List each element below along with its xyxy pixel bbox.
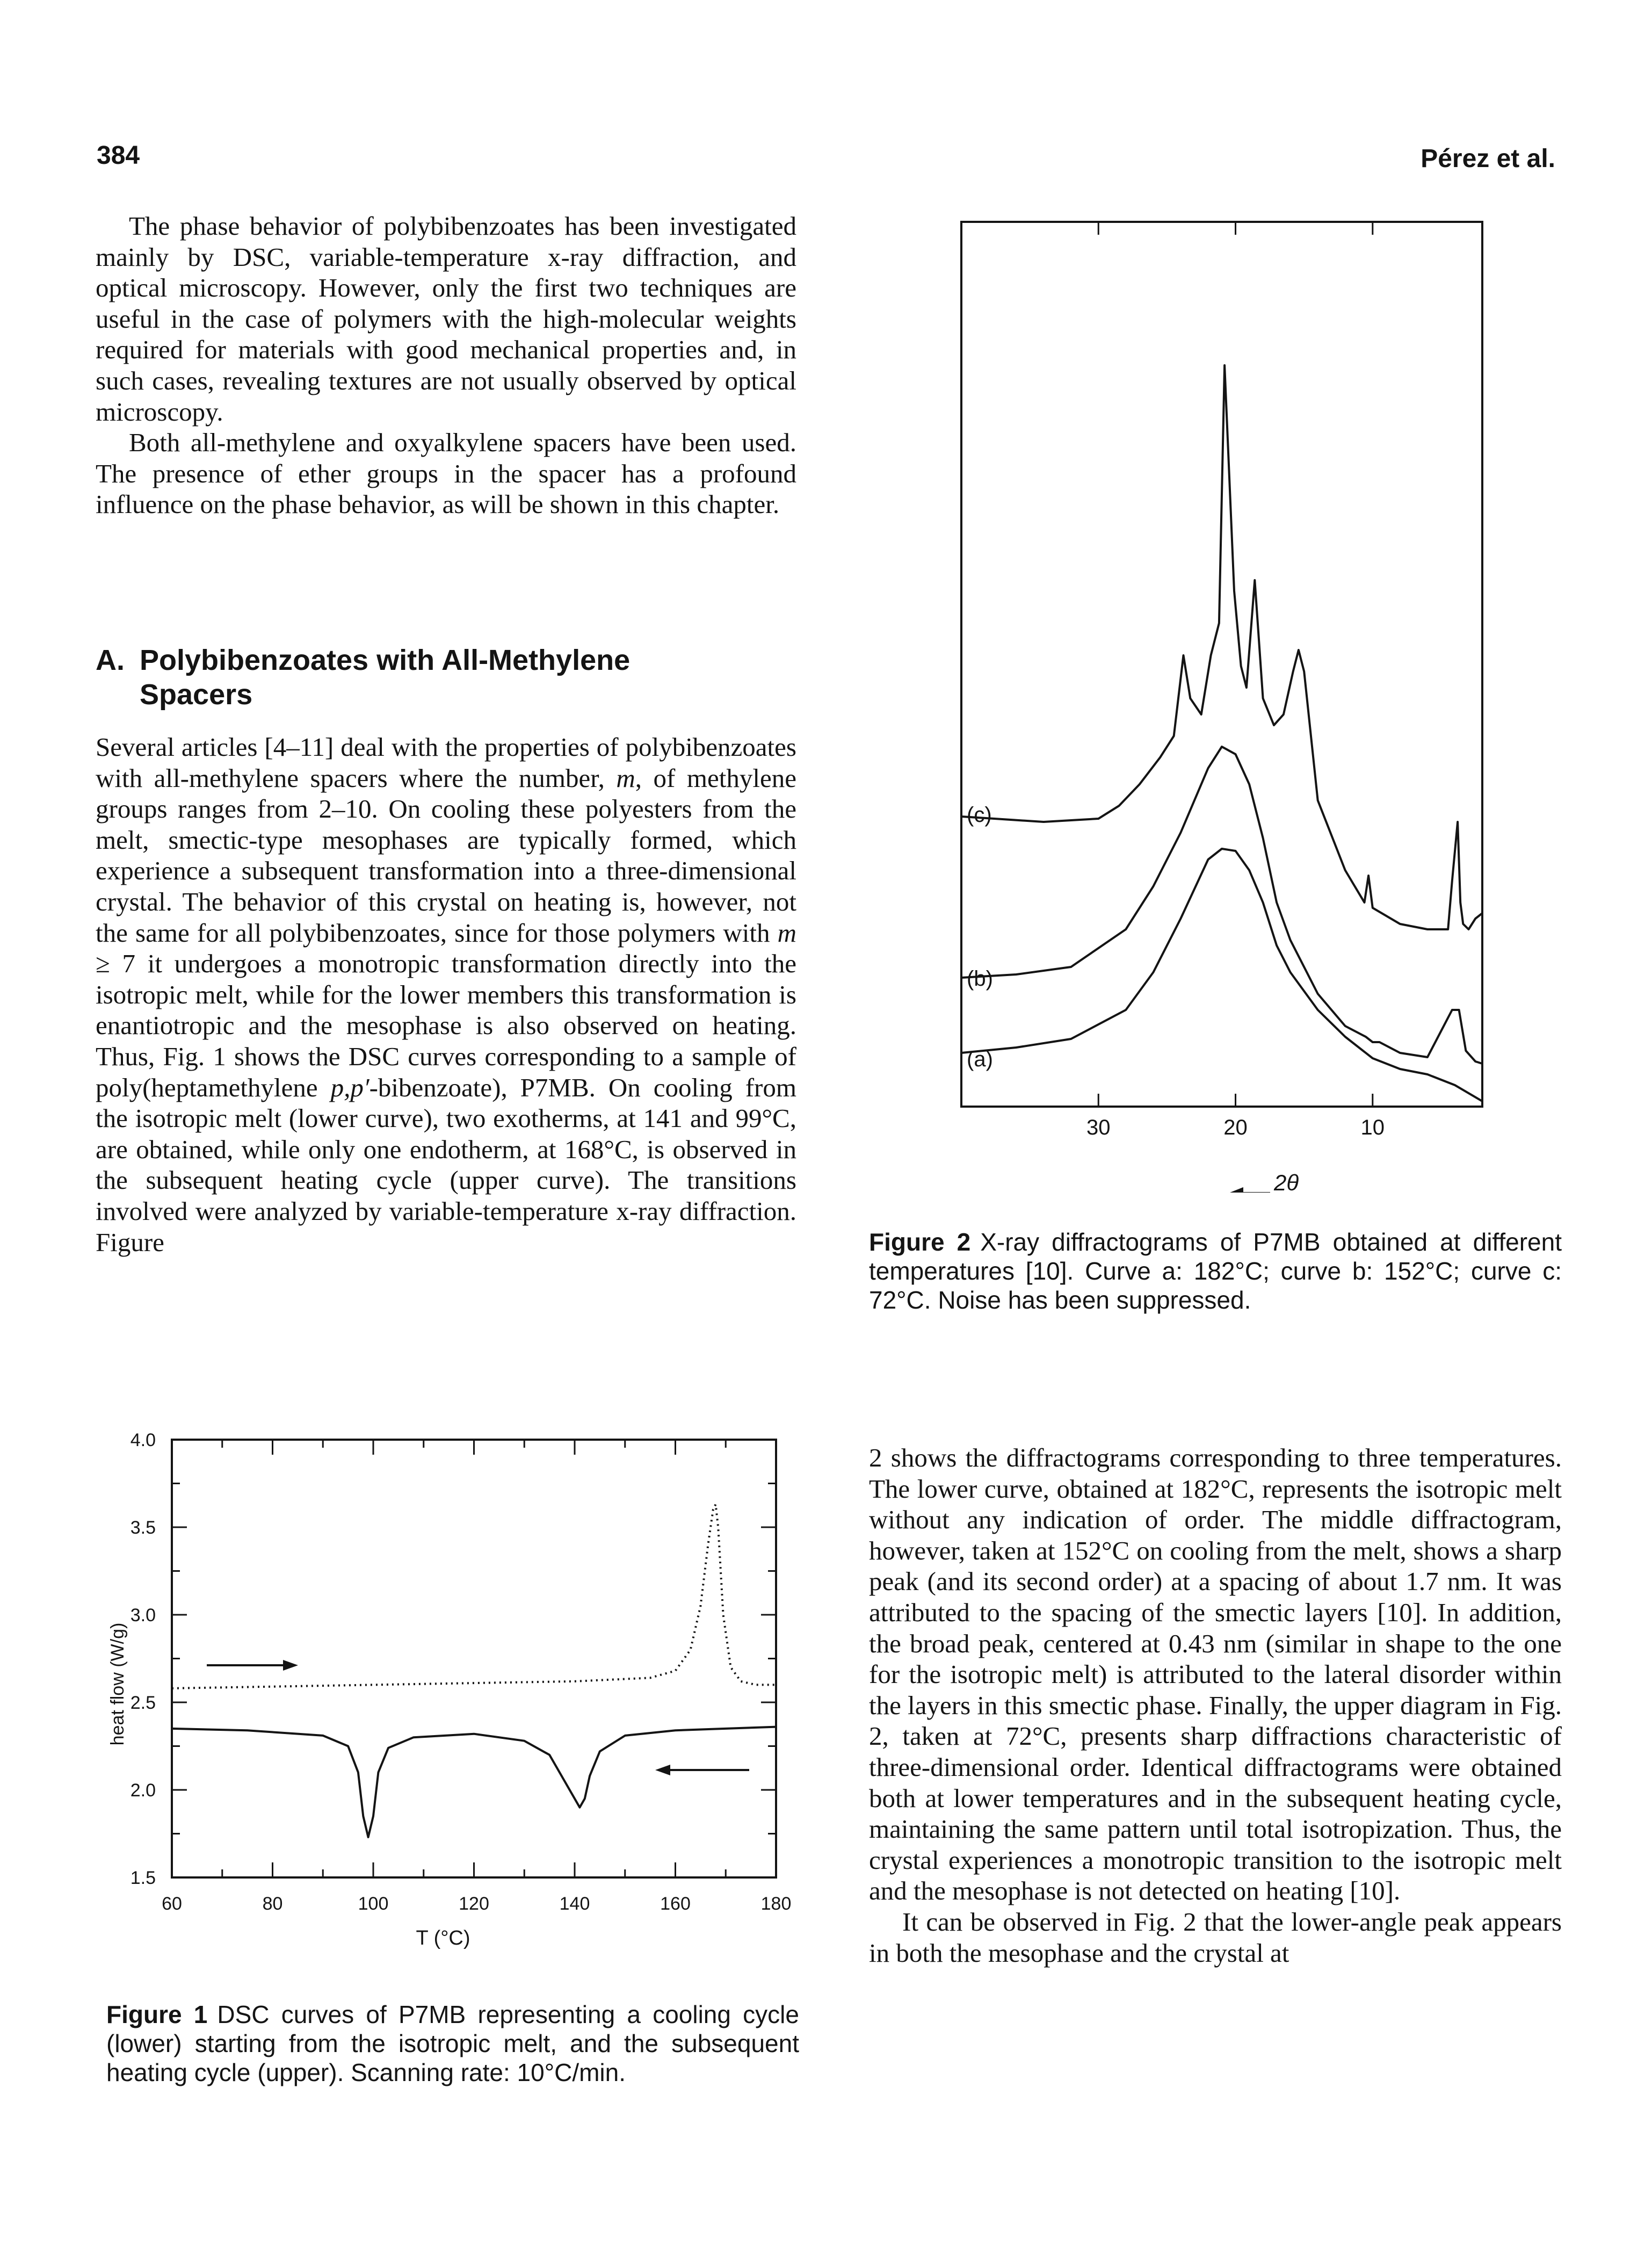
x-tick-label: 30 <box>1086 1116 1111 1139</box>
heating-curve <box>171 1503 776 1689</box>
math-pp: p,p′ <box>330 1072 369 1102</box>
figure-1-curves <box>171 1503 777 1838</box>
figure-1-caption-text: DSC curves of P7MB representing a coolin… <box>106 2000 799 2086</box>
section-letter: A. <box>96 644 125 676</box>
plot-frame <box>171 1439 777 1879</box>
text-run: -bibenzoate), P7MB. On cooling from the … <box>96 1072 796 1257</box>
section-heading: A. Polybibenzoates with All-Methylene Spa… <box>96 643 794 712</box>
paragraph: Several articles [4–11] deal with the pr… <box>96 732 796 1258</box>
diffractogram-curve-c <box>961 364 1483 930</box>
y-tick-label: 2.0 <box>131 1780 156 1801</box>
y-tick-label: 3.0 <box>131 1605 156 1626</box>
x-tick-label: 160 <box>660 1894 691 1914</box>
paragraph: It can be observed in Fig. 2 that the lo… <box>869 1906 1562 1968</box>
running-head-authors: Pérez et al. <box>1421 145 1555 173</box>
arrow-head <box>283 1660 298 1671</box>
y-tick-label: 3.5 <box>131 1518 156 1538</box>
paragraph: 2 shows the diffractograms corresponding… <box>869 1443 1562 1906</box>
x-axis-label: T (°C) <box>416 1927 470 1949</box>
figure-2-label: Figure 2 <box>869 1228 971 1256</box>
math-m: m <box>777 918 796 948</box>
figure-1-label: Figure 1 <box>106 2000 208 2028</box>
diffractogram-curve-a <box>961 848 1483 1102</box>
paragraph: Both all-methylene and oxyalkylene space… <box>96 428 796 519</box>
section-title-line1: Polybibenzoates with All-Methylene <box>140 644 631 676</box>
y-tick-label: 1.5 <box>131 1868 156 1888</box>
y-tick-label: 2.5 <box>131 1693 156 1713</box>
x-tick-label: 10 <box>1361 1116 1385 1139</box>
figure-2-chart: 30 20 10 (c) (b) (a) 2θ <box>960 221 1483 1193</box>
figure-1-axes <box>171 1439 777 1879</box>
figure-2-tick-labels: 30 20 10 <box>1086 1116 1385 1139</box>
x-tick-label: 80 <box>263 1894 283 1914</box>
figure-2-caption-text: X-ray diffractograms of P7MB obtained at… <box>869 1228 1562 1314</box>
x-tick-label: 120 <box>459 1894 489 1914</box>
x-tick-label: 180 <box>761 1894 792 1914</box>
text-run: ≥ 7 it undergoes a monotropic transforma… <box>96 949 796 1102</box>
cooling-curve <box>171 1725 777 1838</box>
x-tick-label: 20 <box>1223 1116 1248 1139</box>
diffractogram-curve-b <box>961 746 1483 1065</box>
figure-1-tick-labels: 60 80 100 120 140 160 180 1.5 2.0 2.5 3.0 3.5 4.0 <box>131 1430 792 1914</box>
right-column-text: 2 shows the diffractograms corresponding… <box>869 1442 1562 1968</box>
x-tick-label: 100 <box>358 1894 389 1914</box>
figure-2-axes <box>960 221 1483 1108</box>
paragraph: The phase behavior of polybibenzoates ha… <box>96 211 796 427</box>
page-number: 384 <box>97 141 140 170</box>
x-axis-label-2theta: 2θ <box>1273 1170 1299 1193</box>
curve-label-a: (a) <box>967 1048 993 1071</box>
left-column-section-text: Several articles [4–11] deal with the pr… <box>96 732 796 1258</box>
y-axis-label: heat flow (W/g) <box>107 1623 128 1746</box>
y-tick-label: 4.0 <box>131 1430 156 1450</box>
curve-label-c: (c) <box>967 803 992 827</box>
heating-arrow <box>207 1660 298 1671</box>
arrow-head <box>1230 1187 1243 1193</box>
x-tick-label: 140 <box>560 1894 590 1914</box>
plot-frame <box>960 221 1483 1108</box>
section-title-line2: Spacers <box>140 678 253 711</box>
arrow-head <box>655 1765 670 1775</box>
left-column-intro: The phase behavior of polybibenzoates ha… <box>96 211 796 520</box>
x-tick-label: 60 <box>162 1894 182 1914</box>
cooling-arrow <box>655 1765 749 1775</box>
figure-1-chart: 60 80 100 120 140 160 180 1.5 2.0 2.5 3.0 3.5 4.0 T … <box>107 1430 792 1949</box>
text-run: , of methylene groups ranges from 2–10. … <box>96 763 796 948</box>
math-m: m <box>616 763 635 793</box>
two-theta-arrow <box>1230 1187 1270 1193</box>
curve-label-b: (b) <box>967 967 993 991</box>
figure-2-curves <box>961 364 1483 1102</box>
text-run: Several articles [4–11] deal with the pr… <box>96 732 796 793</box>
